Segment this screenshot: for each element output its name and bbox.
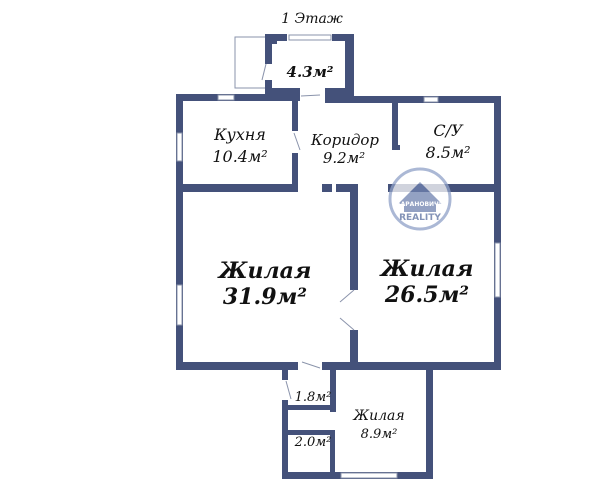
watermark-caption: БАРАНОВИЧИ <box>396 201 444 208</box>
watermark: БАРАНОВИЧИ REALITY <box>388 167 452 231</box>
door-swings <box>261 63 355 400</box>
windows <box>176 34 501 479</box>
floor-title: 1 Этаж <box>281 11 343 27</box>
corridor-area: 9.2м² <box>323 149 365 167</box>
living-small-name: Жилая <box>352 408 404 424</box>
bathroom-area: 8.5м² <box>425 143 470 162</box>
kitchen-area: 10.4м² <box>212 147 267 166</box>
hall-small-area: 1.8м² <box>295 390 332 405</box>
corridor-name: Коридор <box>310 131 379 149</box>
living-large-area: 31.9м² <box>223 284 307 310</box>
watermark-brand: REALITY <box>399 213 441 223</box>
living-small-area: 8.9м² <box>361 427 398 442</box>
vestibule-area: 4.3м² <box>287 63 334 81</box>
living-right-area: 26.5м² <box>384 282 469 308</box>
living-large-name: Жилая <box>217 258 312 284</box>
living-right-name: Жилая <box>379 256 474 282</box>
porch-outline <box>234 36 265 89</box>
bathroom-name: С/У <box>433 121 464 140</box>
closet-area: 2.0м² <box>294 435 332 450</box>
kitchen-name: Кухня <box>213 125 266 144</box>
